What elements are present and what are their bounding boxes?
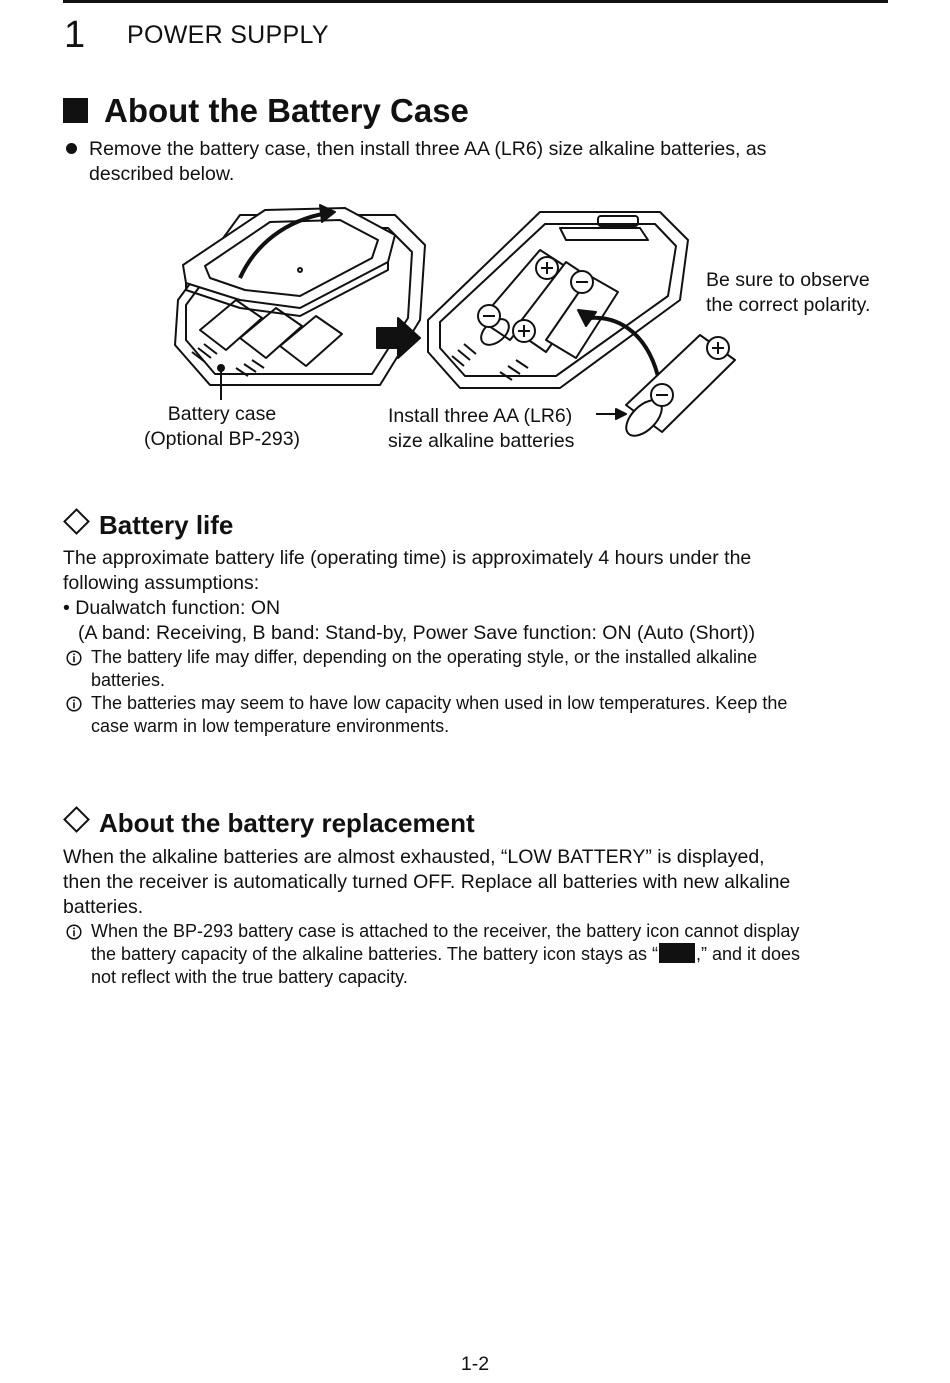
battery-life-heading-text: Battery life xyxy=(99,510,234,540)
replacement-note-line-2: the battery capacity of the alkaline bat… xyxy=(91,943,800,966)
replacement-note-line-1: When the BP-293 battery case is attached… xyxy=(91,921,800,941)
section-title: About the Battery Case xyxy=(63,90,469,132)
caption-battery-case-line-2: (Optional BP-293) xyxy=(143,428,301,450)
battery-life-note-2-line-1: The batteries may seem to have low capac… xyxy=(91,693,788,713)
insert-arrow-curve xyxy=(587,315,662,386)
intro-line-2: described below. xyxy=(89,163,235,185)
battery-life-line-2: following assumptions: xyxy=(63,572,260,594)
leader-dot xyxy=(217,364,225,372)
caption-install-line-1: Install three AA (LR6) xyxy=(388,405,573,427)
battery-life-note-2-line-2: case warm in low temperature environment… xyxy=(91,716,450,736)
chapter-title: POWER SUPPLY xyxy=(127,21,329,49)
replacement-heading-text: About the battery replacement xyxy=(99,808,475,838)
step-arrow-icon xyxy=(376,317,421,359)
battery-life-line-4: (A band: Receiving, B band: Stand-by, Po… xyxy=(78,622,756,644)
section-title-text: About the Battery Case xyxy=(104,92,469,129)
page-number: 1-2 xyxy=(460,1353,490,1375)
chapter-number: 1 xyxy=(64,14,86,56)
caption-polarity-line-1: Be sure to observe xyxy=(706,269,870,291)
replacement-note-line-2-end: ,” and it does xyxy=(695,944,801,964)
loose-aa-battery-drawing xyxy=(625,334,736,437)
info-icon xyxy=(66,650,82,666)
battery-life-line-3: • Dualwatch function: ON xyxy=(63,597,281,619)
replacement-line-1: When the alkaline batteries are almost e… xyxy=(63,846,765,868)
info-icon xyxy=(66,696,82,712)
battery-icon xyxy=(658,943,695,963)
battery-tray-with-batteries-drawing xyxy=(427,211,689,389)
battery-life-note-1-line-2: batteries. xyxy=(91,670,166,690)
replacement-note-line-3: not reflect with the true battery capaci… xyxy=(91,967,408,987)
diamond-icon xyxy=(63,508,90,535)
battery-case-lid-drawing xyxy=(182,207,396,317)
battery-life-line-1: The approximate battery life (operating … xyxy=(63,547,752,569)
insert-arrow-head xyxy=(577,309,597,327)
caption-battery-case: Battery case (Optional BP-293) xyxy=(124,402,320,452)
battery-life-heading: Battery life xyxy=(63,508,234,541)
caption-polarity-line-2: the correct polarity. xyxy=(706,294,871,316)
round-bullet-icon xyxy=(66,143,77,154)
caption-polarity: Be sure to observe the correct polarity. xyxy=(706,268,870,318)
replacement-line-3: batteries. xyxy=(63,896,144,918)
battery-install-illustration xyxy=(174,204,736,437)
replacement-note-line-2-start: the battery capacity of the alkaline bat… xyxy=(91,944,658,964)
polarity-marks xyxy=(477,256,594,343)
intro-line-1: Remove the battery case, then install th… xyxy=(89,138,767,160)
info-icon xyxy=(66,924,82,940)
diamond-icon xyxy=(63,806,90,833)
header-rule xyxy=(63,0,888,3)
battery-life-note-1-line-1: The battery life may differ, depending o… xyxy=(91,647,758,667)
caption-install-batteries: Install three AA (LR6) size alkaline bat… xyxy=(388,404,574,454)
square-bullet-icon xyxy=(63,98,88,123)
lift-arrow-curve xyxy=(238,211,329,279)
caption-battery-case-line-1: Battery case xyxy=(167,403,277,425)
replacement-heading: About the battery replacement xyxy=(63,806,475,839)
caption-install-line-2: size alkaline batteries xyxy=(388,430,575,452)
replacement-line-2: then the receiver is automatically turne… xyxy=(63,871,791,893)
lift-arrow-head xyxy=(319,204,336,223)
